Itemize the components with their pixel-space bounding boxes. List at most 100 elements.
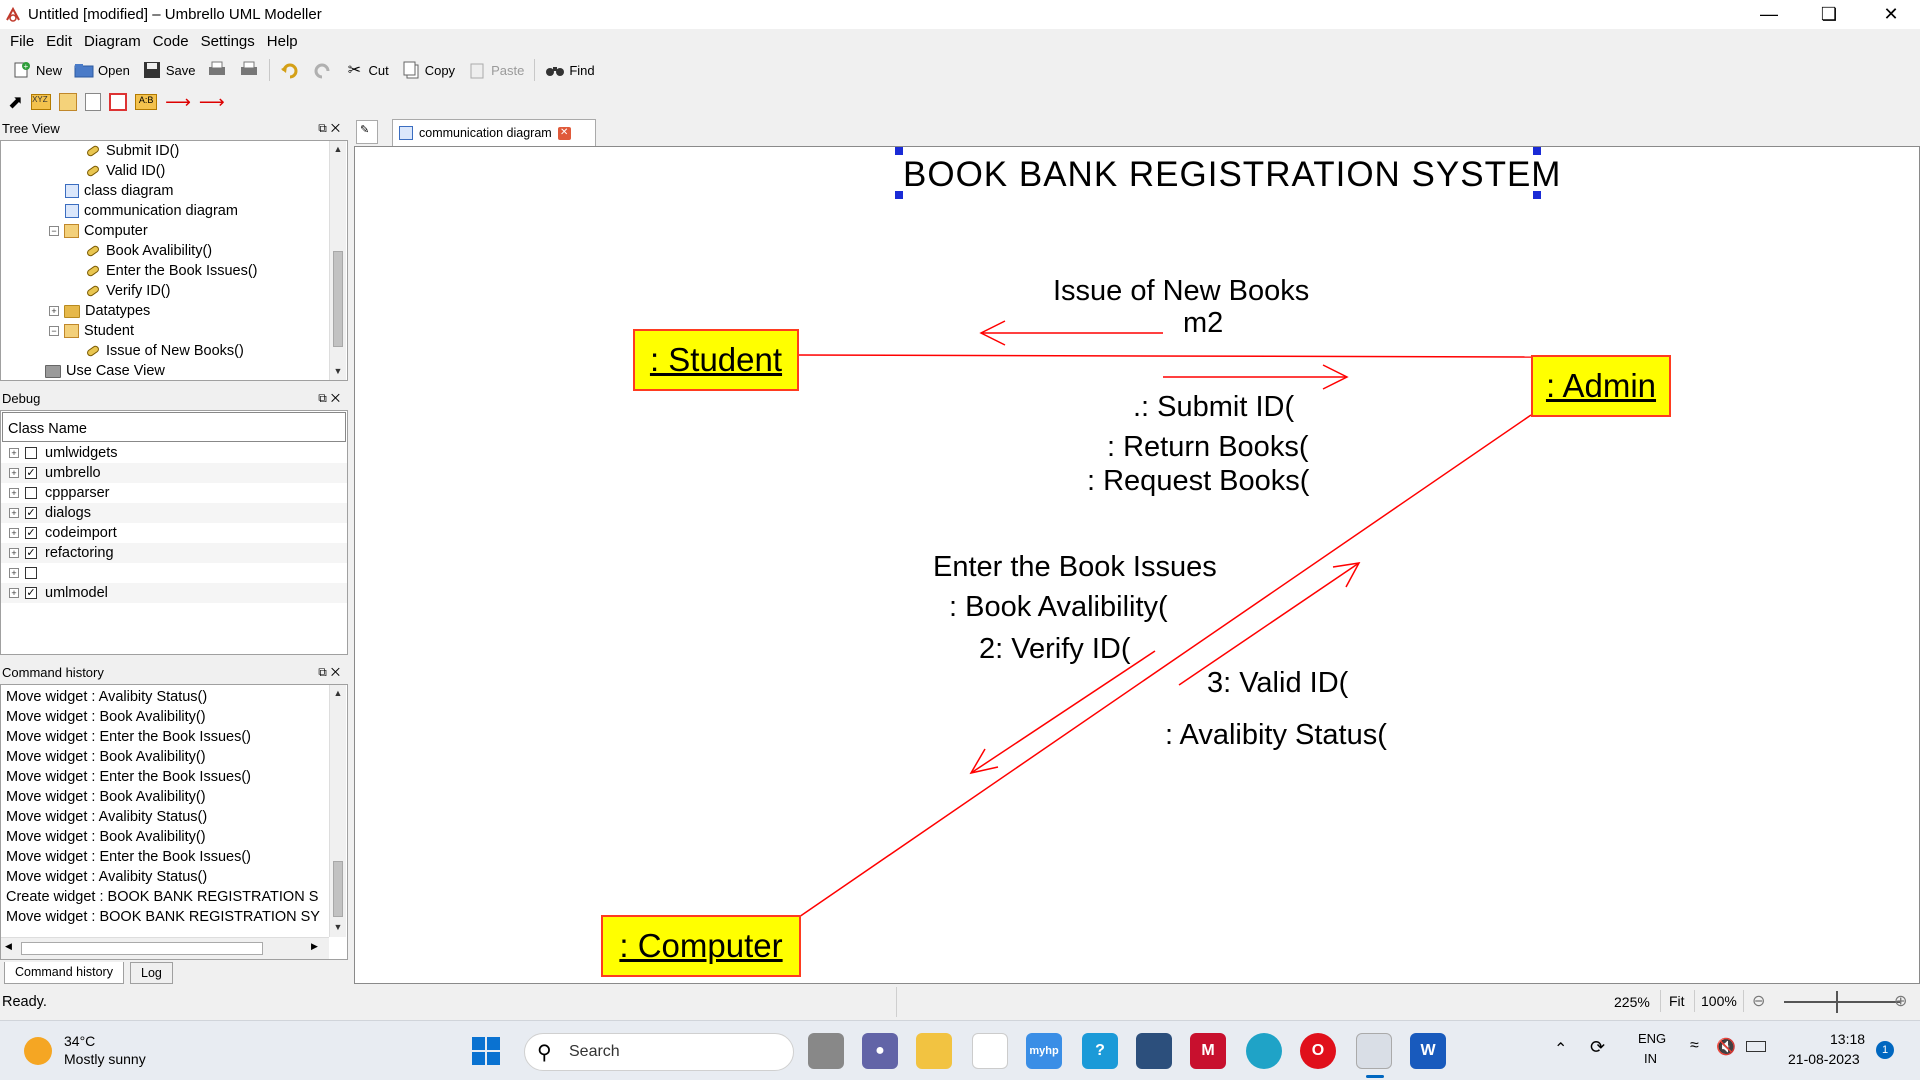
dock-controls[interactable]: ⧉✕ [318, 121, 344, 135]
tree-item-student[interactable]: −Student [49, 323, 134, 339]
scroll-down-icon[interactable]: ▼ [333, 366, 343, 376]
teams-chat-icon[interactable]: ● [862, 1033, 898, 1069]
dock-controls[interactable]: ⧉✕ [318, 665, 344, 679]
class-tool-icon[interactable] [59, 93, 78, 111]
clock-date[interactable]: 21-08-2023 [1788, 1051, 1860, 1067]
expand-icon[interactable]: + [9, 488, 19, 498]
close-tab-icon[interactable]: ✕ [557, 126, 571, 140]
taskbar-search[interactable]: ⚲ Search [524, 1033, 794, 1071]
weather-widget[interactable]: 34°C Mostly sunny [24, 1031, 204, 1071]
expand-icon[interactable]: + [9, 548, 19, 558]
scroll-down-icon[interactable]: ▼ [333, 922, 343, 932]
edge-browser-icon[interactable] [1246, 1033, 1282, 1069]
list-item[interactable]: Move widget : Enter the Book Issues() [6, 849, 251, 865]
checkbox[interactable] [25, 487, 37, 499]
checkbox[interactable]: ✓ [25, 467, 37, 479]
scroll-up-icon[interactable]: ▲ [333, 688, 343, 698]
umbrello-taskbar-icon[interactable] [1356, 1033, 1392, 1069]
checkbox[interactable] [25, 447, 37, 459]
menu-code[interactable]: Code [152, 32, 189, 50]
checkbox[interactable]: ✓ [25, 547, 37, 559]
box-tool-icon[interactable] [109, 93, 128, 111]
debug-row[interactable]: +✓umlmodel [1, 583, 347, 603]
list-item[interactable]: Move widget : Avalibity Status() [6, 689, 208, 705]
restore-button[interactable]: ❏ [1820, 4, 1838, 24]
chevron-up-icon[interactable]: ⌃ [1554, 1041, 1568, 1058]
list-item[interactable]: Move widget : Avalibity Status() [6, 869, 208, 885]
list-item[interactable]: Move widget : Enter the Book Issues() [6, 729, 251, 745]
message-label[interactable]: Enter the Book Issues [933, 551, 1217, 583]
mcafee-icon[interactable]: M [1190, 1033, 1226, 1069]
new-diagram-tab-button[interactable]: ✎ [356, 120, 378, 144]
print-preview-button[interactable] [233, 56, 265, 84]
start-button[interactable] [468, 1033, 504, 1069]
tab-command-history[interactable]: Command history [4, 962, 124, 984]
tree-item-book-availability[interactable]: Book Avalibility() [85, 243, 212, 259]
debug-row[interactable]: + [1, 563, 347, 583]
minimize-button[interactable]: — [1760, 4, 1778, 24]
battery-icon[interactable] [1746, 1041, 1766, 1052]
message-label[interactable]: m2 [1183, 307, 1224, 339]
message-label[interactable]: : Avalibity Status( [1165, 719, 1387, 751]
myhp-icon[interactable]: myhp [1026, 1033, 1062, 1069]
list-item[interactable]: Create widget : BOOK BANK REGISTRATION S [6, 889, 319, 905]
expand-icon[interactable]: + [9, 568, 19, 578]
tree-item-valid-id[interactable]: Valid ID() [85, 163, 165, 179]
message-label[interactable]: : Request Books( [1087, 465, 1310, 497]
zoom-out-icon[interactable]: ⊖ [1752, 993, 1766, 1010]
object-student[interactable]: : Student [633, 329, 799, 391]
dock-controls[interactable]: ⧉✕ [318, 391, 344, 405]
scroll-left-icon[interactable]: ◀ [5, 941, 12, 951]
open-button[interactable]: Open [68, 56, 136, 84]
find-button[interactable]: Find [539, 56, 600, 84]
zoom-100-button[interactable]: 100% [1694, 990, 1744, 1012]
object-tool-icon[interactable]: XYZ [31, 94, 52, 110]
expand-icon[interactable]: + [9, 588, 19, 598]
expand-icon[interactable]: + [9, 468, 19, 478]
debug-row[interactable]: +✓umbrello [1, 463, 347, 483]
tree-item-communication-diagram[interactable]: communication diagram [65, 203, 238, 219]
message-label[interactable]: 3: Valid ID( [1207, 667, 1349, 699]
scroll-thumb[interactable] [333, 861, 343, 917]
tree-item-verify-id[interactable]: Verify ID() [85, 283, 170, 299]
cut-button[interactable]: ✂ Cut [338, 56, 394, 84]
expand-icon[interactable]: + [9, 448, 19, 458]
scroll-thumb[interactable] [333, 251, 343, 347]
tab-log[interactable]: Log [130, 962, 173, 984]
selection-handle[interactable] [1533, 191, 1541, 199]
debug-row[interactable]: +✓codeimport [1, 523, 347, 543]
checkbox[interactable]: ✓ [25, 507, 37, 519]
object-admin[interactable]: : Admin [1531, 355, 1671, 417]
scroll-thumb[interactable] [21, 942, 263, 955]
list-item[interactable]: Move widget : Avalibity Status() [6, 809, 208, 825]
new-button[interactable]: + New [6, 56, 68, 84]
message-label[interactable]: 2: Verify ID( [979, 633, 1131, 665]
copy-button[interactable]: Copy [395, 56, 461, 84]
message-label[interactable]: .: Submit ID( [1133, 391, 1295, 423]
scroll-right-icon[interactable]: ▶ [311, 941, 318, 951]
tree-item-computer[interactable]: −Computer [49, 223, 148, 239]
debug-row[interactable]: +cppparser [1, 483, 347, 503]
close-button[interactable]: ✕ [1883, 4, 1899, 24]
debug-row[interactable]: +umlwidgets [1, 443, 347, 463]
expand-icon[interactable]: + [9, 508, 19, 518]
print-button[interactable] [201, 56, 233, 84]
help-icon[interactable]: ? [1082, 1033, 1118, 1069]
fit-button[interactable]: Fit [1660, 990, 1693, 1012]
debug-row[interactable]: +✓refactoring [1, 543, 347, 563]
scroll-up-icon[interactable]: ▲ [333, 144, 343, 154]
file-explorer-icon[interactable] [916, 1033, 952, 1069]
undo-button[interactable] [274, 56, 306, 84]
debug-row[interactable]: +✓dialogs [1, 503, 347, 523]
tab-communication-diagram[interactable]: communication diagram ✕ [392, 119, 596, 146]
collapse-icon[interactable]: − [49, 326, 59, 336]
collapse-icon[interactable]: − [49, 226, 59, 236]
zoom-slider[interactable] [1784, 1001, 1900, 1003]
checkbox[interactable]: ✓ [25, 527, 37, 539]
tree-item-enter-book-issues[interactable]: Enter the Book Issues() [85, 263, 258, 279]
opera-browser-icon[interactable]: O [1300, 1033, 1336, 1069]
diagram-title-box[interactable]: BOOK BANK REGISTRATION SYSTEM [895, 147, 1560, 199]
history-hscrollbar[interactable]: ◀ ▶ [1, 937, 329, 959]
association-arrow-icon[interactable]: ⟶ [198, 91, 225, 112]
wifi-icon[interactable]: ≈ [1690, 1037, 1699, 1054]
